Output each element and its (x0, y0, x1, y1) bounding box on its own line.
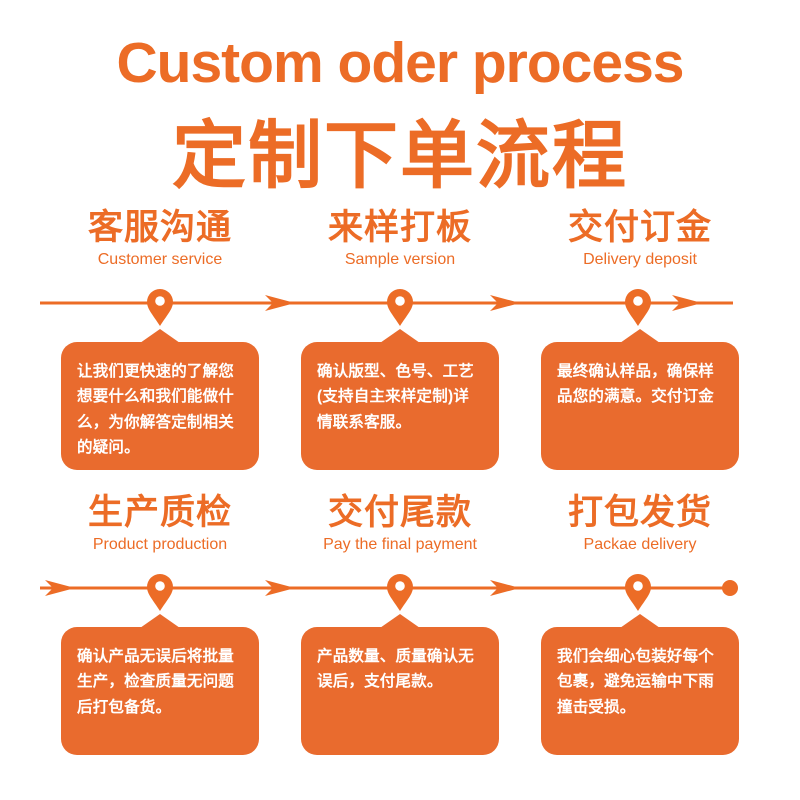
bubble-tail (140, 329, 180, 343)
step-title-zh: 客服沟通 (87, 208, 232, 247)
step-title-en: Product production (92, 536, 228, 553)
step-bubble-final-payment: 产品数量、质量确认无误后，支付尾款。 (301, 613, 499, 755)
step-title-zh: 交付订金 (567, 208, 712, 247)
page-title-english: Custom oder process (116, 31, 685, 95)
arrow-right-icon (45, 580, 75, 596)
map-pin-icon (625, 289, 651, 326)
step-bubble-product-production: 确认产品无误后将批量生产，检查质量无问题后打包备货。 (61, 613, 259, 755)
step-title-en: Sample version (344, 251, 456, 268)
step-header-customer-service: 客服沟通 Customer service (40, 208, 280, 271)
page-title-chinese: 定制下单流程 (172, 116, 628, 198)
step-title-en: Delivery deposit (583, 251, 697, 268)
step-header-sample-version: 来样打板 Sample version (280, 208, 520, 271)
step-title-zh: 打包发货 (567, 493, 712, 532)
step-description: 产品数量、质量确认无误后，支付尾款。 (317, 648, 475, 691)
step-bubble-sample-version: 确认版型、色号、工艺(支持自主来样定制)详情联系客服。 (301, 328, 499, 470)
arrow-right-icon (672, 295, 702, 311)
map-pin-icon (147, 289, 173, 326)
arrow-right-icon (490, 580, 520, 596)
step-title-en: Pay the final payment (323, 536, 477, 553)
step-bubble-customer-service: 让我们更快速的了解您想要什么和我们能做什么，为你解答定制相关的疑问。 (61, 328, 259, 470)
row-2-bubbles: 确认产品无误后将批量生产，检查质量无问题后打包备货。 产品数量、质量确认无误后，… (0, 613, 800, 755)
step-description: 我们会细心包装好每个包裹，避免运输中下雨撞击受损。 (557, 648, 715, 716)
row-1-bubbles: 让我们更快速的了解您想要什么和我们能做什么，为你解答定制相关的疑问。 确认版型、… (0, 328, 800, 470)
step-header-product-production: 生产质检 Product production (40, 493, 280, 556)
bubble-tail (380, 614, 420, 628)
arrow-right-icon (265, 580, 295, 596)
step-title-en: Packae delivery (583, 536, 697, 553)
map-pin-icon (147, 574, 173, 611)
step-description: 确认版型、色号、工艺(支持自主来样定制)详情联系客服。 (317, 363, 475, 431)
step-title-zh: 交付尾款 (327, 493, 472, 532)
arrow-right-icon (490, 295, 520, 311)
bubble-tail (620, 329, 660, 343)
step-header-package-delivery: 打包发货 Packae delivery (520, 493, 760, 556)
process-row-2: 生产质检 Product production 交付尾款 Pay the fin… (0, 493, 800, 755)
step-header-delivery-deposit: 交付订金 Delivery deposit (520, 208, 760, 271)
step-title-en: Customer service (97, 251, 223, 268)
row-2-headers: 生产质检 Product production 交付尾款 Pay the fin… (0, 493, 800, 553)
step-title-zh: 生产质检 (87, 493, 232, 532)
row-1-headers: 客服沟通 Customer service 来样打板 Sample versio… (0, 208, 800, 268)
step-title-zh: 来样打板 (327, 208, 472, 247)
map-pin-icon (387, 289, 413, 326)
step-bubble-delivery-deposit: 最终确认样品，确保样品您的满意。交付订金 (541, 328, 739, 470)
bubble-tail (140, 614, 180, 628)
map-pin-icon (625, 574, 651, 611)
timeline-row-2 (40, 574, 738, 611)
step-bubble-package-delivery: 我们会细心包装好每个包裹，避免运输中下雨撞击受损。 (541, 613, 739, 755)
timeline-row-1 (40, 289, 733, 326)
arrow-right-icon (265, 295, 295, 311)
end-dot-icon (722, 580, 738, 596)
step-description: 最终确认样品，确保样品您的满意。交付订金 (557, 363, 715, 406)
map-pin-icon (387, 574, 413, 611)
step-description: 确认产品无误后将批量生产，检查质量无问题后打包备货。 (77, 648, 235, 716)
step-header-final-payment: 交付尾款 Pay the final payment (280, 493, 520, 556)
bubble-tail (620, 614, 660, 628)
step-description: 让我们更快速的了解您想要什么和我们能做什么，为你解答定制相关的疑问。 (77, 363, 235, 456)
process-row-1: 客服沟通 Customer service 来样打板 Sample versio… (0, 208, 800, 470)
bubble-tail (380, 329, 420, 343)
